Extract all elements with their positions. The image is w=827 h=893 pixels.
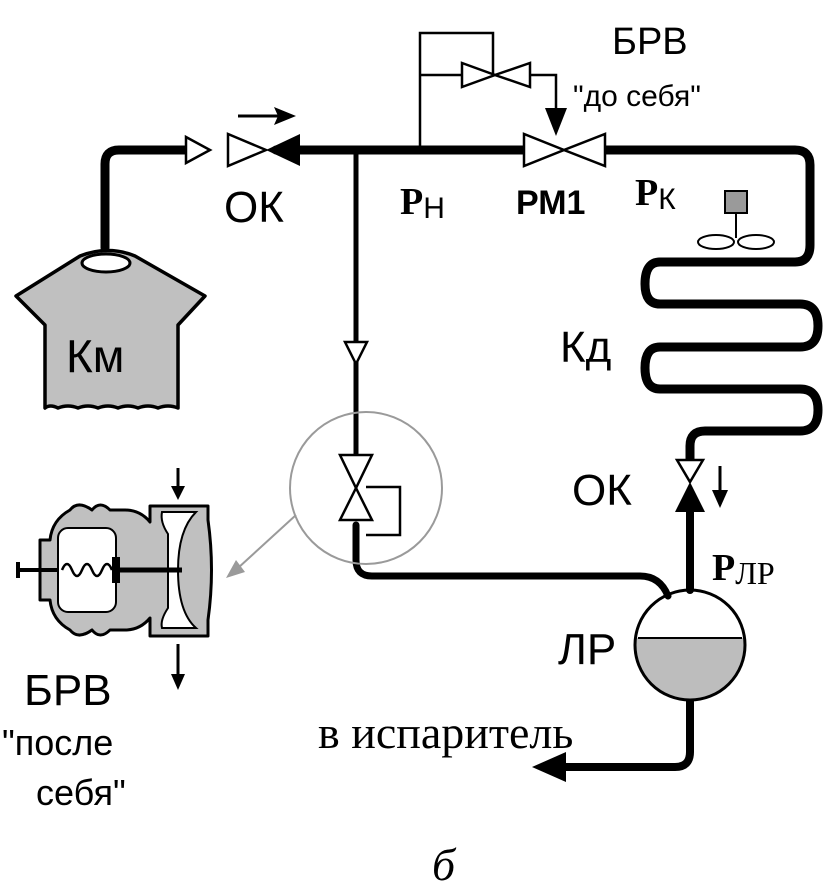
label-p-n-sub: Н [423, 192, 445, 225]
label-brv-posle-sub1: "после [2, 722, 113, 763]
brv-do-actuator-arrow [545, 108, 567, 136]
discharge-line [100, 145, 191, 253]
condenser-coil [640, 257, 823, 465]
label-p-lr: PЛР [712, 547, 775, 591]
flow-arrow-right-head [712, 490, 728, 508]
label-km: Км [66, 330, 124, 382]
label-p-k-main: P [635, 172, 658, 214]
condenser-fan [697, 190, 775, 250]
receiver-outlet-line [556, 696, 694, 771]
check-valve-right [674, 458, 706, 512]
label-figure-letter: б [432, 839, 457, 890]
label-to-evaporator: в испаритель [318, 707, 573, 758]
label-brv-do-title: БРВ [612, 21, 688, 63]
brv-posle-detail [16, 468, 213, 690]
label-p-k-sub: К [658, 183, 676, 216]
callout-circle [289, 411, 443, 565]
label-p-n-main: P [400, 181, 423, 223]
label-kd: Кд [560, 323, 611, 372]
label-brv-posle-sub2: себя" [36, 772, 126, 813]
check-valve-top [184, 132, 300, 168]
bypass-check-mark [342, 340, 370, 367]
label-ok-top: ОК [224, 183, 284, 232]
label-p-k: PК [635, 172, 676, 216]
top-line-to-condenser [600, 145, 815, 267]
brv-posle-valve [337, 453, 402, 537]
brv-do-pilot-to-valve [530, 73, 558, 110]
to-evaporator-arrow [532, 752, 566, 782]
liquid-receiver [633, 588, 747, 702]
label-p-n: PН [400, 181, 445, 225]
callout-pointer [237, 514, 297, 569]
label-lr: ЛР [558, 625, 616, 674]
label-brv-do-sub: "до себя" [573, 80, 701, 113]
label-brv-posle-title: БРВ [24, 666, 112, 715]
callout-pointer-head [226, 560, 245, 578]
compressor [14, 248, 207, 410]
pilot-valve [460, 61, 532, 89]
label-p-lr-sub: ЛР [735, 555, 775, 591]
flow-arrow-top-head [274, 107, 296, 125]
label-ok-right: ОК [572, 466, 632, 515]
label-rm1: РМ1 [516, 184, 585, 222]
label-p-lr-main: P [712, 547, 735, 589]
rm1-valve [522, 132, 607, 168]
brv-do-pilot-loop [418, 31, 495, 150]
bypass-line-bottom [352, 521, 672, 600]
